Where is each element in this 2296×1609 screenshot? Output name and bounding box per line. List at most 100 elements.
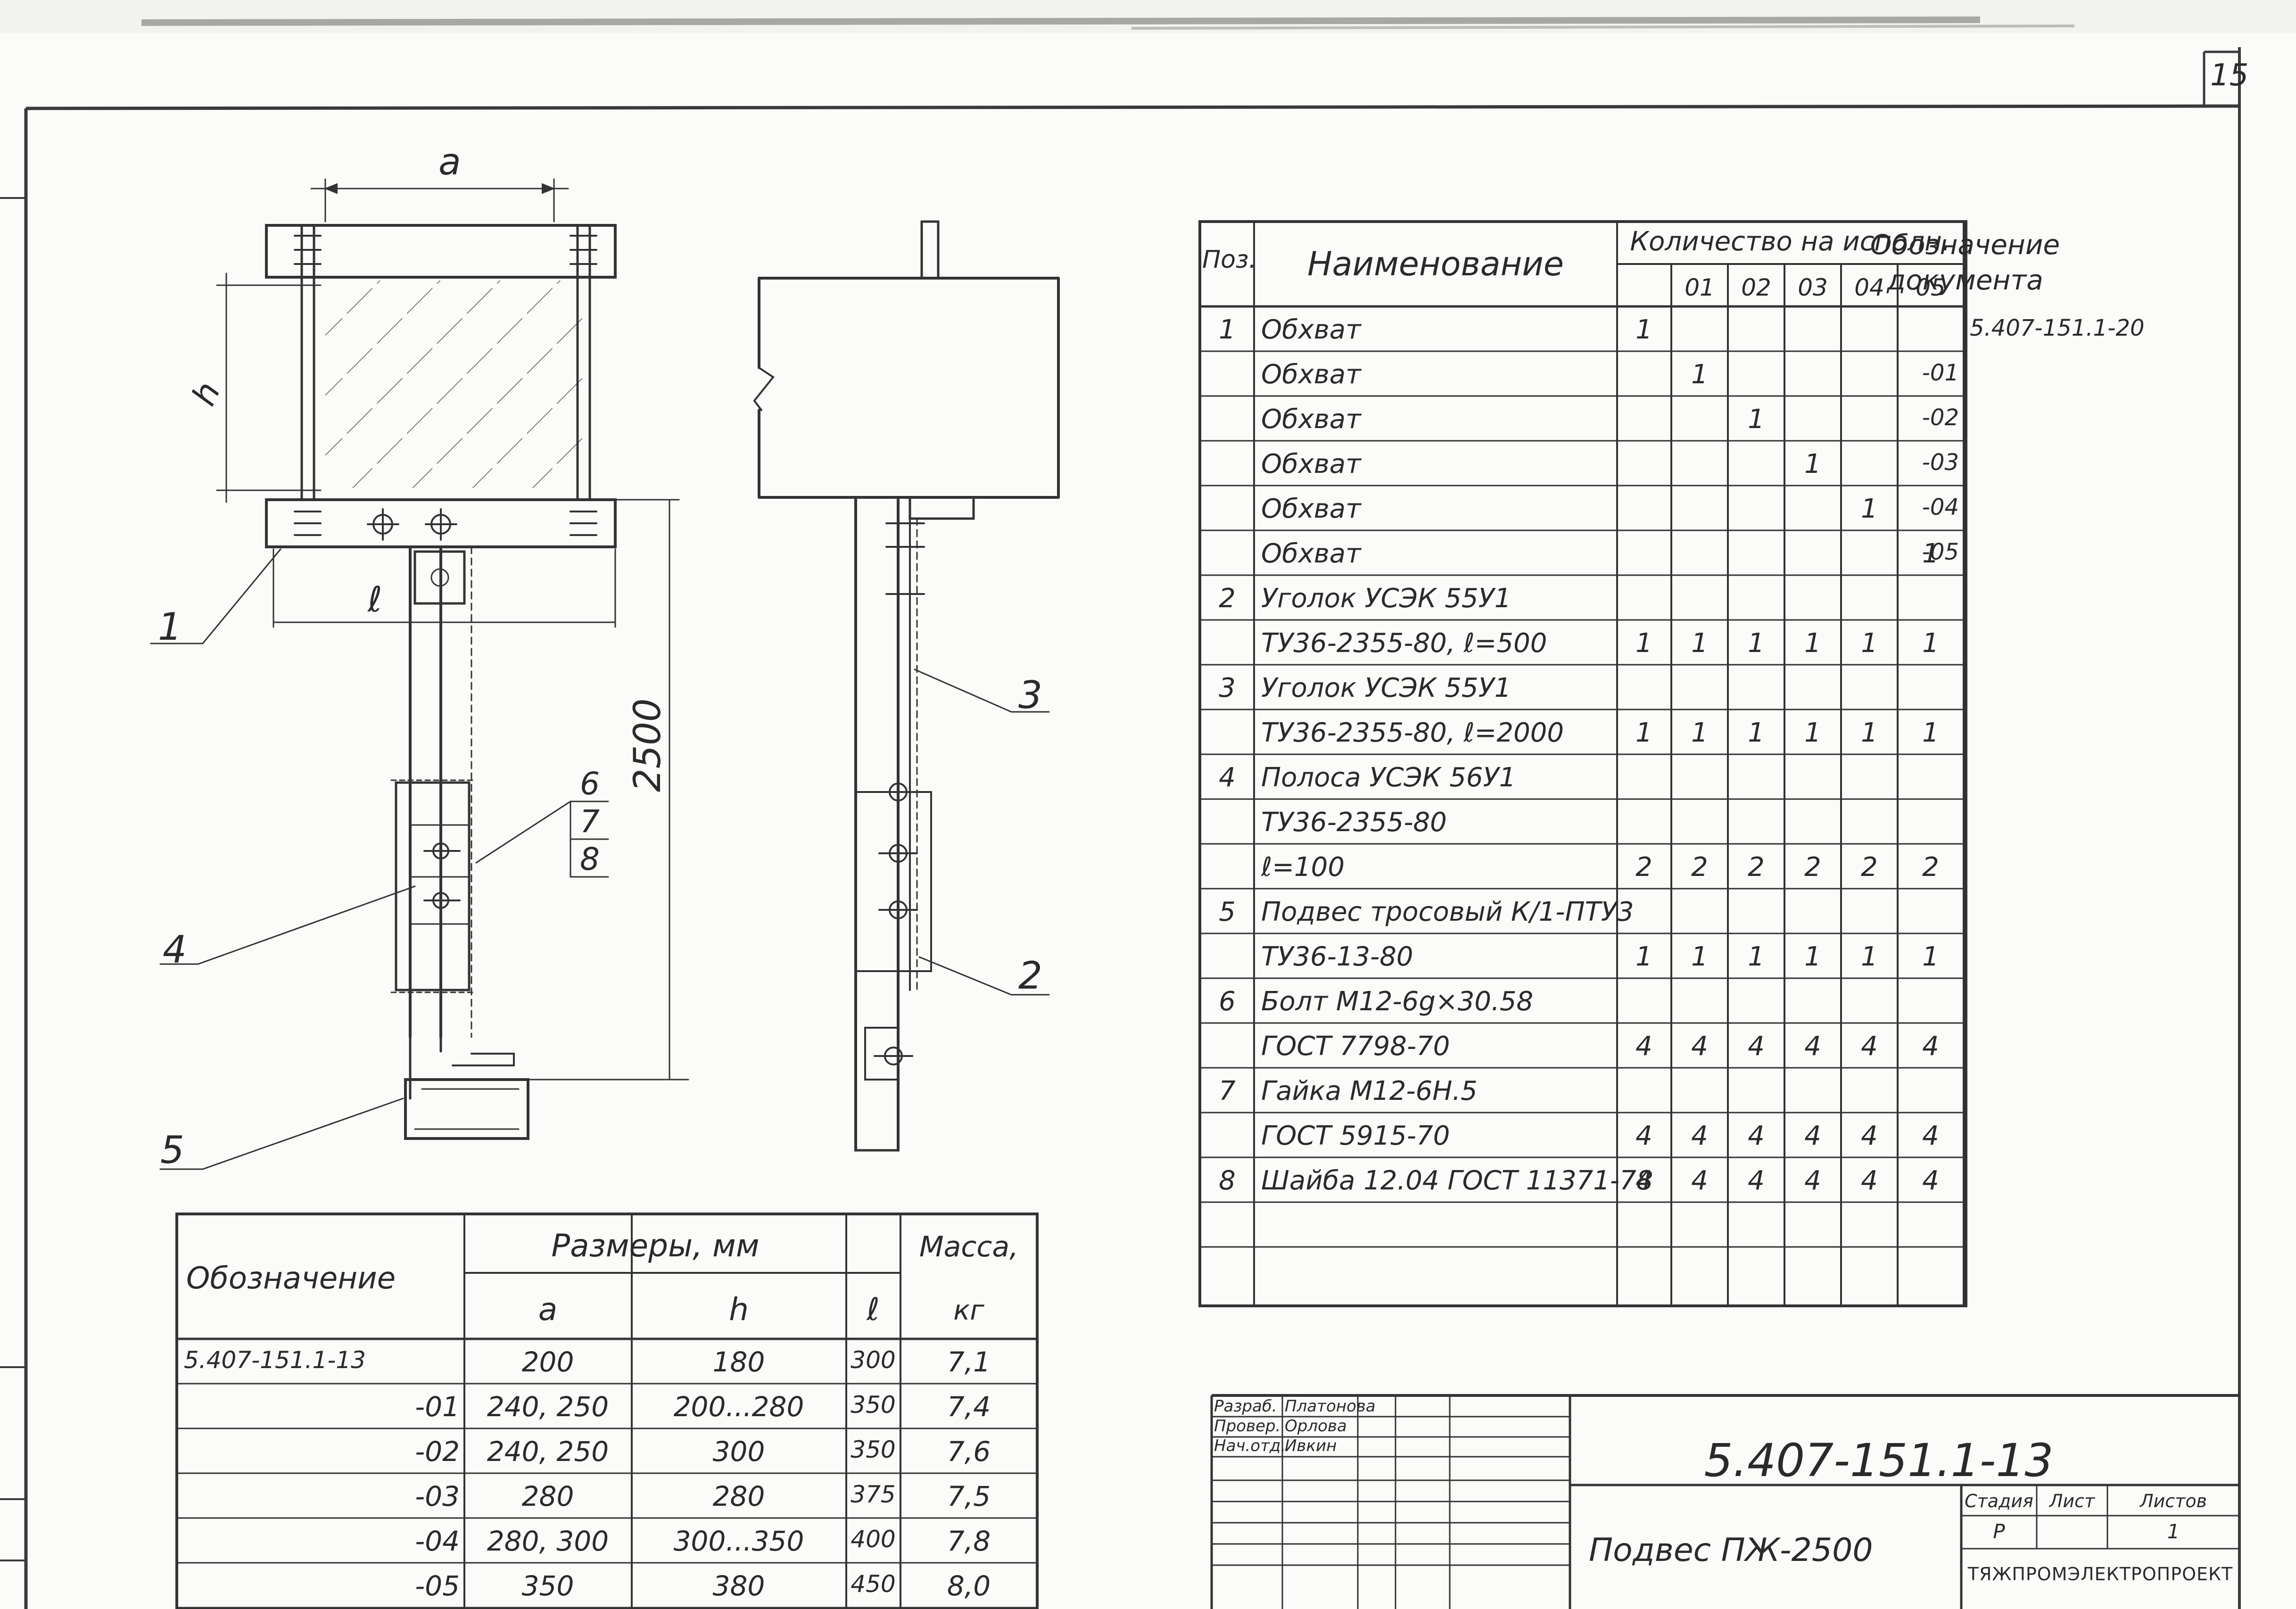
size-row-h: 180 xyxy=(712,1346,765,1378)
size-header-h: h xyxy=(729,1291,749,1328)
size-row-designation: 5.407-151.1-13 xyxy=(184,1346,366,1374)
spec-row-pos: 8 xyxy=(1219,1165,1236,1196)
spec-row-doc: -03 xyxy=(1922,449,1959,476)
spec-row-pos: 2 xyxy=(1219,583,1236,614)
spec-row-qty: 1 xyxy=(1635,941,1652,972)
spec-row-name: Обхват xyxy=(1261,449,1361,479)
spec-row-qty: 2 xyxy=(1861,852,1878,883)
spec-row-qty: 1 xyxy=(1691,941,1708,972)
size-row-a: 240, 250 xyxy=(487,1391,609,1423)
spec-header-var-01: 01 xyxy=(1685,274,1715,301)
front-view xyxy=(150,178,689,1170)
size-row-mass: 8,0 xyxy=(947,1570,991,1602)
spec-row-name: Обхват xyxy=(1261,494,1361,524)
title-block-org: ТЯЖПРОМЭЛЕКТРОПРОЕКТ xyxy=(1967,1564,2233,1584)
spec-row-name: Уголок УСЭК 55У1 xyxy=(1261,673,1511,703)
spec-row-name: Обхват xyxy=(1261,538,1361,569)
spec-row-pos: 4 xyxy=(1219,762,1236,793)
spec-row-qty: 1 xyxy=(1691,628,1708,659)
spec-header-qty: Количество на исполн. xyxy=(1630,226,1950,257)
signature-name: Платонова xyxy=(1285,1397,1376,1416)
spec-row-qty: 4 xyxy=(1804,1121,1821,1151)
size-table-grid xyxy=(175,1213,1039,1609)
spec-row-qty: 1 xyxy=(1635,314,1652,345)
size-row-h: 380 xyxy=(712,1570,765,1602)
spec-row-qty: 1 xyxy=(1861,628,1878,659)
spec-row-name: Уголок УСЭК 55У1 xyxy=(1261,583,1511,614)
spec-row-qty: 2 xyxy=(1804,852,1821,883)
spec-row-qty: 4 xyxy=(1922,1165,1939,1196)
callout-3: 3 xyxy=(1018,673,1042,717)
spec-row-qty: 4 xyxy=(1635,1165,1652,1196)
size-row-h: 300...350 xyxy=(673,1525,804,1557)
spec-row-qty: 4 xyxy=(1635,1121,1652,1151)
size-row-mass: 7,8 xyxy=(947,1525,991,1557)
spec-row-qty: 1 xyxy=(1922,718,1939,748)
title-block-sheets-label: Листов xyxy=(2140,1491,2207,1511)
spec-header-var-04: 04 xyxy=(1854,274,1884,301)
size-header-a: a xyxy=(538,1291,558,1328)
spec-row-qty: 1 xyxy=(1748,718,1765,748)
spec-row-qty: 1 xyxy=(1804,628,1821,659)
spec-row-qty: 4 xyxy=(1861,1121,1878,1151)
callout-6: 6 xyxy=(580,766,600,802)
spec-row-qty: 1 xyxy=(1922,941,1939,972)
title-block-sheet-label: Лист xyxy=(2049,1491,2095,1511)
spec-row-pos: 5 xyxy=(1219,897,1236,927)
spec-row-name: Полоса УСЭК 56У1 xyxy=(1261,762,1516,793)
size-header-mass: Масса, xyxy=(919,1230,1019,1263)
spec-row-name: ℓ=100 xyxy=(1261,852,1345,883)
size-row-a: 240, 250 xyxy=(487,1436,609,1468)
spec-header-var-03: 03 xyxy=(1798,274,1828,301)
spec-row-name: ТУ36-2355-80, ℓ=2000 xyxy=(1261,718,1564,748)
spec-row-qty: 4 xyxy=(1748,1165,1765,1196)
dim-l-label: ℓ xyxy=(368,579,382,620)
title-block-title: Подвес ПЖ-2500 xyxy=(1589,1532,1873,1569)
spec-row-qty: 1 xyxy=(1635,718,1652,748)
size-row-designation: -02 xyxy=(415,1436,460,1468)
spec-row-name: ТУ36-2355-80 xyxy=(1261,807,1447,838)
spec-row-qty: 4 xyxy=(1691,1165,1708,1196)
spec-row-pos: 1 xyxy=(1219,314,1236,345)
spec-row-qty: 4 xyxy=(1691,1121,1708,1151)
spec-row-qty: 1 xyxy=(1691,718,1708,748)
spec-row-qty: 1 xyxy=(1804,449,1821,479)
spec-row-name: Гайка М12-6Н.5 xyxy=(1261,1076,1478,1106)
spec-row-name: Обхват xyxy=(1261,359,1361,390)
spec-row-qty: 4 xyxy=(1922,1121,1939,1151)
spec-row-qty: 1 xyxy=(1691,359,1708,390)
spec-row-qty: 1 xyxy=(1748,941,1765,972)
size-row-l: 375 xyxy=(851,1481,896,1508)
size-header-sizes: Размеры, мм xyxy=(551,1228,760,1264)
size-row-h: 280 xyxy=(712,1480,765,1512)
callout-2: 2 xyxy=(1018,954,1042,998)
spec-row-qty: 1 xyxy=(1861,494,1878,524)
size-row-mass: 7,5 xyxy=(947,1480,991,1512)
spec-row-name: ГОСТ 7798-70 xyxy=(1261,1031,1450,1062)
signature-role: Нач.отд. xyxy=(1214,1436,1286,1455)
spec-row-qty: 4 xyxy=(1861,1165,1878,1196)
sheet-frame xyxy=(0,47,2241,1609)
spec-row-qty: 4 xyxy=(1691,1031,1708,1062)
title-block-stage-label: Стадия xyxy=(1965,1491,2033,1511)
spec-row-name: Обхват xyxy=(1261,404,1361,435)
spec-row-doc: -01 xyxy=(1922,360,1959,386)
size-row-designation: -04 xyxy=(415,1525,460,1557)
spec-row-qty: 4 xyxy=(1635,1031,1652,1062)
size-row-mass: 7,4 xyxy=(947,1391,991,1423)
size-row-a: 350 xyxy=(521,1570,574,1602)
spec-row-pos: 7 xyxy=(1219,1076,1236,1106)
spec-row-doc: 5.407-151.1-20 xyxy=(1970,315,2145,341)
dim-2500-label: 2500 xyxy=(627,698,669,792)
spec-row-pos: 6 xyxy=(1219,986,1236,1017)
spec-row-qty: 1 xyxy=(1922,628,1939,659)
callout-4: 4 xyxy=(163,928,187,972)
spec-row-name: ГОСТ 5915-70 xyxy=(1261,1121,1450,1151)
spec-row-doc: -04 xyxy=(1922,494,1959,520)
size-row-mass: 7,6 xyxy=(947,1436,991,1468)
size-row-mass: 7,1 xyxy=(947,1346,991,1378)
spec-row-name: Подвес тросовый К/1-ПТУ3 xyxy=(1261,897,1634,927)
spec-row-name: ТУ36-2355-80, ℓ=500 xyxy=(1261,628,1547,659)
spec-row-name: ТУ36-13-80 xyxy=(1261,941,1413,972)
